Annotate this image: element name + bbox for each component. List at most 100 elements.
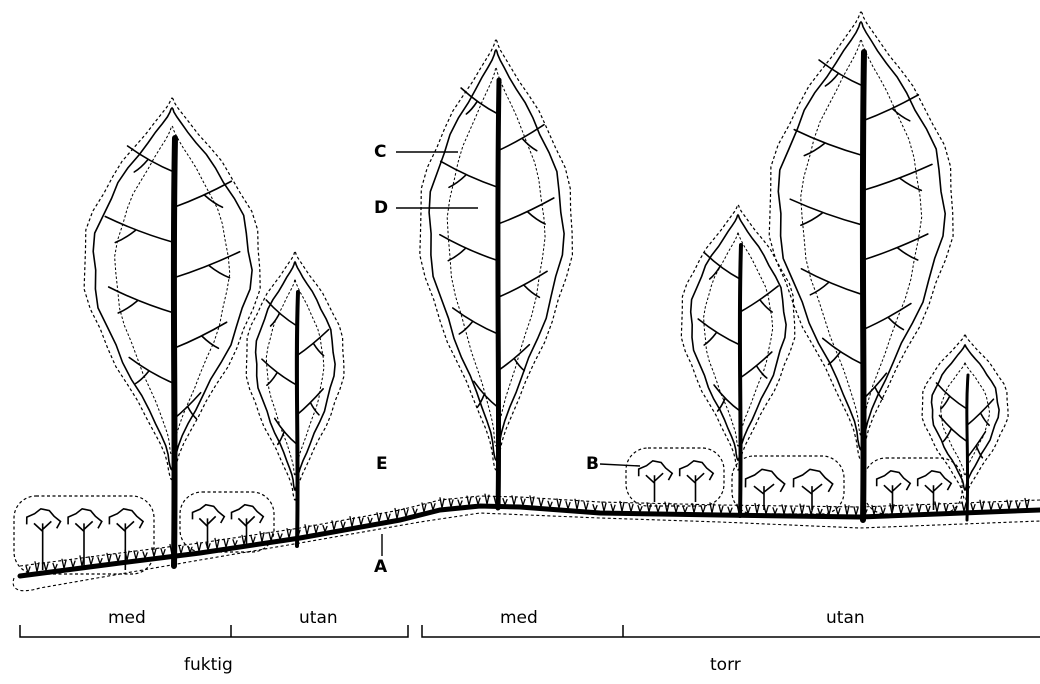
- tree-5-twig: [804, 144, 824, 156]
- bracket-fuktig: [20, 625, 408, 637]
- tree-3-branch: [498, 271, 547, 297]
- tree-2-branch: [266, 300, 297, 326]
- shrub-group-5-stems: [925, 483, 942, 510]
- tree-4-branch: [698, 319, 740, 345]
- segment-med-fuktig: med: [108, 610, 146, 627]
- label-c: C: [374, 144, 386, 161]
- tree-1-twig: [118, 301, 137, 313]
- tree-3-twig: [459, 322, 472, 334]
- tree-5-branch: [863, 95, 918, 121]
- tree-4-trunk: [740, 245, 741, 516]
- tree-3-twig: [448, 249, 465, 261]
- tree-5-twig: [898, 248, 918, 260]
- tree-3-branch: [461, 88, 498, 114]
- tree-3-branch: [453, 308, 498, 334]
- tree-2-twig: [278, 432, 284, 444]
- tree-6-branch: [936, 383, 967, 409]
- shrub-group-1-crown: [68, 509, 102, 529]
- tree-6-trunk: [967, 375, 968, 520]
- tree-3-branch: [440, 235, 498, 261]
- tree-5-branch: [819, 60, 863, 86]
- tree-6-twig: [976, 446, 982, 458]
- shrub-group-3-stems: [646, 473, 663, 502]
- tree-1-branch: [174, 252, 240, 278]
- tree-5-branch: [863, 234, 928, 260]
- tree-4-branch: [705, 253, 740, 279]
- label-e: E: [376, 456, 388, 473]
- shrub-group-5-crown: [918, 471, 952, 490]
- tree-6-twig: [943, 430, 951, 442]
- tree-3: [420, 40, 573, 508]
- tree-2-branch: [297, 389, 323, 415]
- tree-4-twig: [760, 300, 772, 312]
- shrubs: [14, 448, 962, 574]
- tree-1-twig: [134, 160, 147, 172]
- tree-1-twig: [202, 336, 218, 348]
- tree-6-zone-outer: [922, 335, 1008, 500]
- tree-4-branch: [740, 352, 772, 378]
- tree-5-branch: [863, 304, 911, 330]
- tree-5-branch: [794, 130, 863, 156]
- shrub-group-3-zone: [626, 448, 724, 506]
- tree-5-branch: [790, 199, 863, 225]
- segment-utan-fuktig: utan: [299, 610, 338, 627]
- tree-1-trunk: [174, 138, 175, 566]
- tree-6: [922, 335, 1008, 520]
- tree-2-trunk: [297, 292, 298, 546]
- ground-dashed-boundary: [13, 513, 1040, 591]
- label-a: A: [374, 559, 387, 576]
- shrub-group-2-crown: [232, 505, 264, 523]
- tree-1-branch: [105, 217, 174, 243]
- tree-5-twig: [888, 318, 903, 330]
- shrub-group-3-crown: [680, 461, 714, 480]
- tree-1-branch: [174, 322, 227, 348]
- shrub-group-3-crown: [639, 461, 673, 480]
- tree-3-trunk: [498, 80, 499, 508]
- tree-5-twig: [900, 178, 921, 190]
- tree-2-twig: [271, 314, 280, 326]
- tree-4-twig: [704, 333, 716, 345]
- tree-2-branch: [262, 359, 297, 385]
- shrub-group-1-crown: [27, 509, 61, 529]
- segment-med-torr: med: [500, 610, 538, 627]
- tree-1-branch: [129, 358, 174, 384]
- tree-3-branch: [498, 198, 554, 224]
- trees: [84, 12, 1008, 566]
- tree-4-branch: [740, 286, 778, 312]
- tree-3-twig: [514, 359, 524, 371]
- tree-2-twig: [314, 344, 324, 356]
- label-b: B: [586, 456, 599, 473]
- leader-b: [600, 464, 640, 466]
- tree-3-branch: [441, 161, 498, 187]
- tree-5-twig: [801, 213, 822, 225]
- shrub-group-4-crown: [746, 469, 785, 492]
- tree-5-twig: [828, 352, 839, 364]
- label-d: D: [374, 200, 388, 217]
- segment-utan-torr: utan: [826, 610, 865, 627]
- group-fuktig: fuktig: [184, 657, 233, 674]
- tree-3-twig: [449, 175, 466, 187]
- tree-1-twig: [209, 266, 229, 278]
- tree-5-branch: [801, 269, 863, 295]
- tree-6-branch: [967, 432, 985, 458]
- tree-2: [246, 252, 344, 546]
- tree-4: [681, 205, 795, 516]
- tree-5-twig: [893, 109, 910, 121]
- shrub-group-3: [626, 448, 724, 506]
- shrub-group-1-crown: [109, 509, 143, 529]
- tree-1-branch: [174, 393, 201, 419]
- tree-3-branch: [498, 125, 544, 151]
- tree-5-trunk: [863, 52, 864, 520]
- tree-4-twig: [718, 399, 725, 411]
- shrub-group-4-crown: [794, 469, 833, 492]
- tree-1: [84, 98, 260, 566]
- tree-5-branch: [863, 164, 932, 190]
- tree-3-twig: [528, 212, 545, 224]
- tree-3-twig: [524, 285, 539, 297]
- tree-4-twig: [757, 366, 767, 378]
- shrub-group-5-crown: [877, 471, 911, 490]
- group-torr: torr: [710, 657, 741, 674]
- shrub-group-2-crown: [193, 505, 225, 523]
